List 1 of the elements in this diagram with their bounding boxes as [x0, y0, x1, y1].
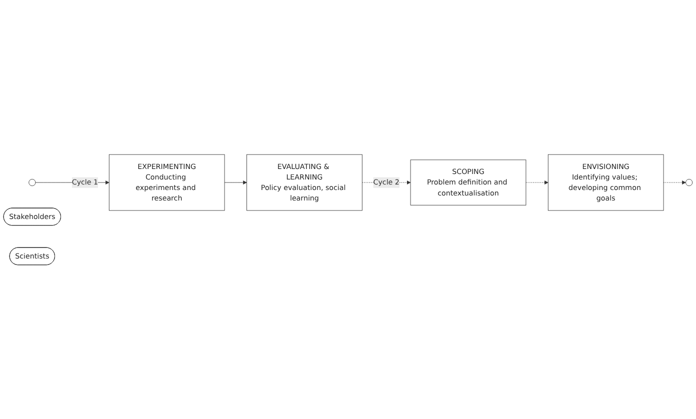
node-circle: [28, 178, 36, 186]
